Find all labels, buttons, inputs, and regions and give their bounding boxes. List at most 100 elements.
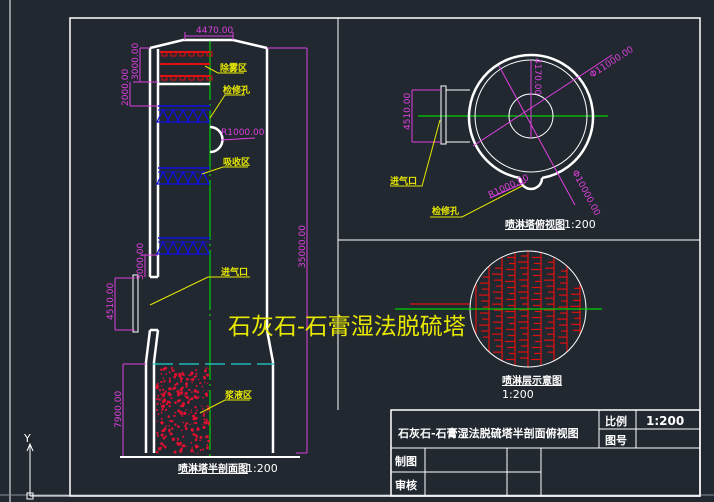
slurry-dot: [205, 446, 209, 450]
slurry-dot: [163, 381, 165, 383]
slurry-dot: [188, 374, 191, 377]
slurry-dot: [195, 416, 198, 420]
slurry-dot: [195, 385, 198, 387]
slurry-dot: [203, 418, 206, 421]
spray-pipe-grid: [410, 251, 581, 367]
slurry-dot: [190, 441, 193, 444]
slurry-dot: [204, 381, 206, 384]
slurry-dot: [157, 385, 160, 388]
spray-view-caption: 喷淋层示意图: [502, 374, 562, 387]
slurry-dot: [207, 423, 210, 426]
spray-absorber-layers: [155, 105, 211, 255]
demister-vane: [197, 51, 204, 57]
title-block-title: 石灰石-石膏湿法脱硫塔半剖面俯视图: [397, 426, 579, 440]
slurry-dot: [186, 422, 189, 425]
slurry-dot: [164, 445, 167, 449]
slurry-dot: [195, 369, 198, 372]
slurry-dot: [185, 409, 187, 411]
slurry-dot: [177, 393, 180, 397]
slurry-dot: [161, 442, 164, 444]
slurry-dot: [207, 405, 210, 408]
slurry-dot: [179, 377, 183, 381]
slurry-dot: [196, 409, 198, 412]
slurry-dot: [201, 405, 203, 407]
slurry-dot: [191, 447, 193, 449]
slurry-dot: [164, 390, 167, 393]
slurry-dot: [170, 397, 173, 400]
slurry-dot: [180, 412, 183, 416]
spray-nozzle-cone: [175, 170, 191, 185]
slurry-dot: [191, 378, 195, 381]
slurry-dot: [190, 428, 194, 432]
spray-nozzle-cone: [185, 108, 201, 123]
slurry-dot: [155, 408, 159, 411]
slurry-dot: [203, 376, 207, 380]
slurry-dot: [196, 427, 200, 431]
spray-nozzle-cone: [165, 240, 181, 255]
slurry-dot: [199, 439, 201, 442]
dim-slurry-height: 7900.00: [114, 391, 124, 428]
slurry-dot: [165, 425, 168, 427]
slurry-dot: [202, 425, 206, 429]
slurry-dot: [168, 377, 171, 380]
section-view-caption: 喷淋塔半剖面图: [178, 462, 248, 475]
slurry-dot: [156, 402, 159, 406]
slurry-dot: [181, 415, 184, 417]
slurry-dot: [177, 409, 181, 413]
slurry-dot: [167, 415, 171, 418]
slurry-dot: [183, 394, 185, 396]
slurry-dot: [162, 444, 165, 447]
slurry-dot: [168, 393, 172, 397]
slurry-dot: [160, 385, 163, 387]
slurry-dot: [193, 451, 195, 453]
slurry-dot: [205, 418, 208, 421]
slurry-dot: [173, 369, 175, 372]
slurry-dot: [164, 408, 168, 412]
slurry-dot: [174, 423, 177, 426]
slurry-dot: [169, 420, 172, 423]
slurry-dot: [165, 373, 167, 375]
spray-nozzle-cone: [185, 170, 201, 185]
spray-nozzle-cone: [175, 240, 191, 255]
dim-outer-diameter: Φ11000.00: [588, 45, 636, 81]
slurry-dot: [156, 420, 158, 422]
slurry-dot: [164, 435, 167, 438]
slurry-dot: [185, 395, 189, 399]
slurry-dot: [160, 373, 163, 375]
dim-inlet-width: 4510.00: [403, 93, 413, 130]
section-view-scale: 1:200: [246, 462, 278, 475]
slurry-dot: [176, 439, 179, 441]
slurry-dot: [189, 423, 191, 426]
demister-vane: [188, 75, 195, 81]
slurry-dot: [184, 425, 187, 428]
slurry-dot: [162, 436, 166, 440]
slurry-dot: [182, 402, 185, 406]
demister-vane: [161, 51, 168, 57]
slurry-dot: [194, 412, 197, 415]
slurry-dot: [190, 411, 192, 414]
slurry-dot: [193, 389, 197, 393]
slurry-dot: [173, 450, 177, 454]
slurry-dot: [161, 430, 164, 432]
slurry-dot: [207, 390, 209, 392]
demister-vane: [188, 51, 195, 57]
scale-value: 1:200: [646, 414, 684, 428]
spray-nozzle-cone: [185, 240, 201, 255]
slurry-dot: [195, 435, 199, 438]
label-manhole: 检修孔: [223, 84, 250, 96]
drawing-frame: [69, 17, 701, 497]
slurry-dot: [187, 401, 190, 404]
main-title: 石灰石-石膏湿法脱硫塔: [228, 314, 466, 340]
dimension-lines: [411, 54, 613, 206]
slurry-dot: [162, 367, 166, 371]
slurry-dot: [208, 368, 210, 370]
slurry-dot: [180, 429, 183, 432]
slurry-dot: [180, 447, 183, 451]
dim-demister-height: 3000.00: [131, 43, 141, 80]
slurry-dot: [168, 371, 171, 374]
slurry-dot: [181, 391, 184, 393]
slurry-dot: [171, 437, 176, 441]
demister-vane: [170, 75, 177, 81]
spray-nozzle-cone: [155, 108, 171, 123]
